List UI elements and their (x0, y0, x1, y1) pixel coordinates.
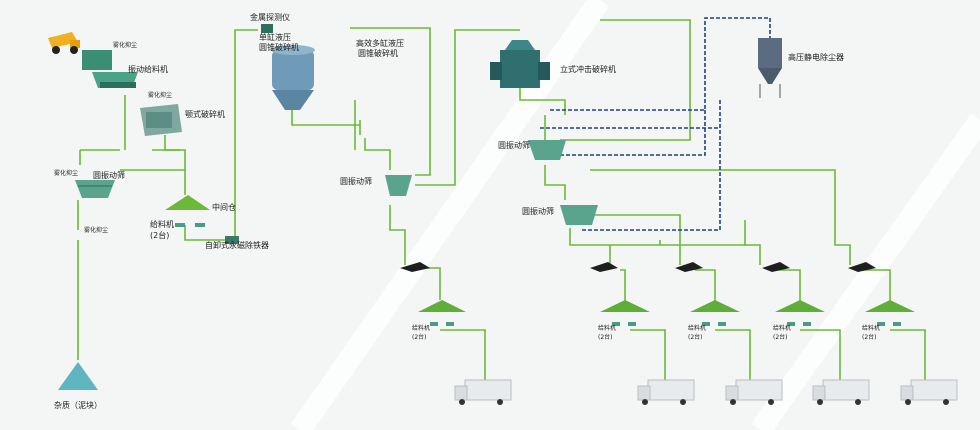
label-feeder: 振动给料机 (128, 64, 168, 74)
label-pile-feeder-5: 给料机 (862, 324, 880, 332)
dust-collector-icon (758, 38, 782, 98)
label-pile-feeder-1-qty: (2台) (412, 333, 427, 341)
label-jaw-crusher: 颚式破碎机 (185, 109, 225, 119)
jaw-crusher-icon (140, 104, 182, 136)
label-silo: 中间仓 (212, 202, 236, 212)
label-circ-screen-3: 圆振动筛 (498, 140, 530, 150)
cone-crusher-single-icon (271, 45, 315, 110)
iron-remover-icon (225, 236, 239, 244)
label-metal-detector: 金属探测仪 (250, 12, 290, 22)
circular-screen-2-icon (385, 175, 412, 196)
label-cone-single-1: 单缸液压 (259, 32, 291, 42)
vsi-crusher-icon (490, 40, 550, 88)
label-cone-single-2: 圆锥破碎机 (259, 42, 299, 52)
label-cone-multi-2: 圆锥破碎机 (358, 48, 398, 58)
label-pile-feeder-2: 给料机 (598, 324, 616, 332)
label-spray-4: 雾化抑尘 (84, 226, 108, 234)
label-vsi: 立式冲击破碎机 (560, 64, 616, 74)
truck-1-icon (454, 379, 512, 405)
transfer-point-icons (400, 262, 876, 272)
label-magnet: 自卸式永磁除铁器 (205, 240, 269, 250)
label-circ-screen-1: 圆振动筛 (93, 170, 125, 180)
label-impurity: 杂质（泥块） (54, 400, 102, 410)
label-pile-feeder-4: 给料机 (773, 324, 791, 332)
label-spray-3: 雾化抑尘 (54, 169, 78, 177)
impurity-pile-icon (58, 362, 98, 390)
circular-screen-1-icon (75, 180, 115, 198)
vibrating-feeder-icon (82, 50, 138, 88)
truck-3-icon (725, 379, 783, 405)
circular-screen-3-icon (528, 140, 566, 160)
truck-4-icon (812, 379, 870, 405)
label-feeder-2-qty: (2台) (150, 230, 169, 240)
dust-collection-lines (540, 17, 771, 231)
label-pile-feeder-3-qty: (2台) (688, 333, 703, 341)
dump-truck-icon (48, 32, 80, 54)
truck-5-icon (900, 379, 958, 405)
intermediate-silo-icon (165, 195, 210, 210)
label-pile-feeder-5-qty: (2台) (862, 333, 877, 341)
label-spray-1: 雾化抑尘 (113, 41, 137, 49)
label-pile-feeder-2-qty: (2台) (598, 333, 613, 341)
metal-detector-icon (261, 24, 273, 33)
product-piles (418, 300, 915, 312)
label-pile-feeder-3: 给料机 (688, 324, 706, 332)
label-pile-feeder-4-qty: (2台) (773, 333, 788, 341)
feeder-pair-icon (175, 223, 205, 227)
label-pile-feeder-1: 给料机 (412, 324, 430, 332)
label-circ-screen-2: 圆振动筛 (340, 176, 372, 186)
circular-screen-4-icon (560, 205, 598, 225)
material-flow-lines (77, 19, 926, 380)
pile-feeder-icons (430, 322, 901, 326)
label-cone-multi-1: 高效多缸液压 (356, 38, 404, 48)
label-feeder-2: 给料机 (150, 219, 174, 229)
label-circ-screen-4: 圆振动筛 (522, 206, 554, 216)
truck-2-icon (637, 379, 695, 405)
label-spray-2: 雾化抑尘 (148, 91, 172, 99)
label-dust-collector: 高压静电除尘器 (788, 52, 844, 62)
